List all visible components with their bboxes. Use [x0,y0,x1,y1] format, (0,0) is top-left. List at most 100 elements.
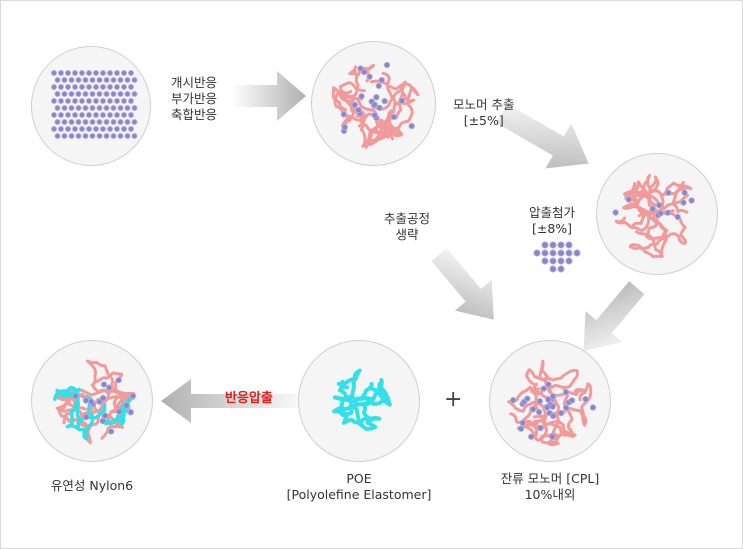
monomer-dot [376,104,383,112]
monomer-dot [128,98,135,105]
monomer-dot [86,69,93,76]
monomer-dot [83,413,90,421]
monomer-dot [398,97,406,104]
monomer-dot [86,126,93,133]
monomer-dot [72,69,79,76]
monomer-dot [537,424,544,432]
monomer-dot [355,106,362,114]
monomer-dot [82,119,89,126]
monomer-dot [107,428,115,435]
monomer-dot [75,119,82,126]
monomer-dot [75,91,82,98]
monomer-dot [57,112,64,119]
monomer-dot [89,133,96,140]
monomer-dot [107,84,114,91]
reactive-extrusion-label: 반응압출 [225,391,273,406]
monomer-dot [562,388,570,396]
monomer-dot [115,408,123,415]
monomer-dot [582,395,589,403]
monomer-dot [681,189,688,196]
monomer-dot [131,133,138,140]
monomer-dot [89,119,96,126]
monomer-dot [93,84,100,91]
monomer-dot [61,76,68,83]
monomer-dot [93,112,100,119]
monomer-dot [72,126,79,133]
monomer-dot [96,76,103,83]
monomer-dot [103,76,110,83]
monomer-dot [68,91,75,98]
polymer-chain [86,359,126,414]
monomer-dot [54,76,61,83]
monomer-dot [79,98,86,105]
monomer-dot [79,84,86,91]
monomer-dot [408,122,415,130]
monomer-dot [625,196,632,203]
monomer-dot [100,112,107,119]
plus-sign: + [444,387,463,412]
monomer-dot [589,404,597,411]
monomer-dot [529,406,537,413]
monomer-dot [131,105,138,112]
monomer-dot [82,105,89,112]
poe-label: POE [Polyolefine Elastomer] [286,471,432,502]
monomer-dot [390,113,398,121]
polymer-chain [614,202,665,232]
residual-monomer-circle [489,340,611,462]
flexible-nylon-label: 유연성 Nylon6 [50,478,134,493]
monomer-dot [527,433,535,440]
poe-chain [332,382,391,417]
reaction-types-label: 개시반응 부가반응 축합반응 [171,75,218,122]
monomer-dot [517,425,525,432]
monomer-extraction-label: 모노머 추출 [±5%] [453,97,515,128]
monomer-dot [107,98,114,105]
monomer-dot [128,84,135,91]
monomer-dot [93,126,100,133]
monomer-dot [351,101,358,109]
monomer-dot [79,69,86,76]
poe-chain [351,378,392,432]
monomer-dot [573,249,581,257]
monomer-dot [540,385,547,392]
monomer-dot [75,76,82,83]
arrow-left-reactive [161,379,311,423]
monomer-dot [100,126,107,133]
monomer-dot [121,84,128,91]
monomer-dot [550,412,557,420]
monomer-dot [131,91,138,98]
monomer-dot [75,133,82,140]
monomer-dot [103,105,110,112]
monomer-dot [664,209,672,216]
monomer-dot [358,93,365,100]
monomer-dot [89,91,96,98]
monomer-dot [688,197,695,204]
monomer-dot [381,97,388,105]
monomer-dot [50,98,57,105]
monomer-dot [110,91,117,98]
monomer-dot [68,105,75,112]
monomer-dot [61,91,68,98]
monomer-dot [565,241,573,249]
monomer-dot [99,394,107,402]
extrusion-additive-label: 압출첨가 [±8%] [529,205,576,236]
monomer-dot [549,257,557,265]
monomer-dot [72,392,79,400]
monomer-dot [340,111,347,118]
monomer-dot [535,408,543,416]
monomer-dot [96,91,103,98]
monomer-dot [100,69,107,76]
monomer-dot [65,69,72,76]
residual-monomer-label: 잔류 모노머 [CPL] 10%내외 [500,471,600,502]
monomer-dot [557,409,565,417]
polymer-chain [369,79,420,141]
monomer-dot [103,133,110,140]
monomer-dot [65,98,72,105]
monomer-dot [655,201,663,209]
monomer-dot [110,119,117,126]
monomer-dot [86,98,93,105]
monomer-dot [115,376,122,384]
flexible-nylon-circle [31,340,153,462]
polymer-chain [628,215,668,259]
monomer-dot [674,213,681,221]
monomer-dot [54,133,61,140]
